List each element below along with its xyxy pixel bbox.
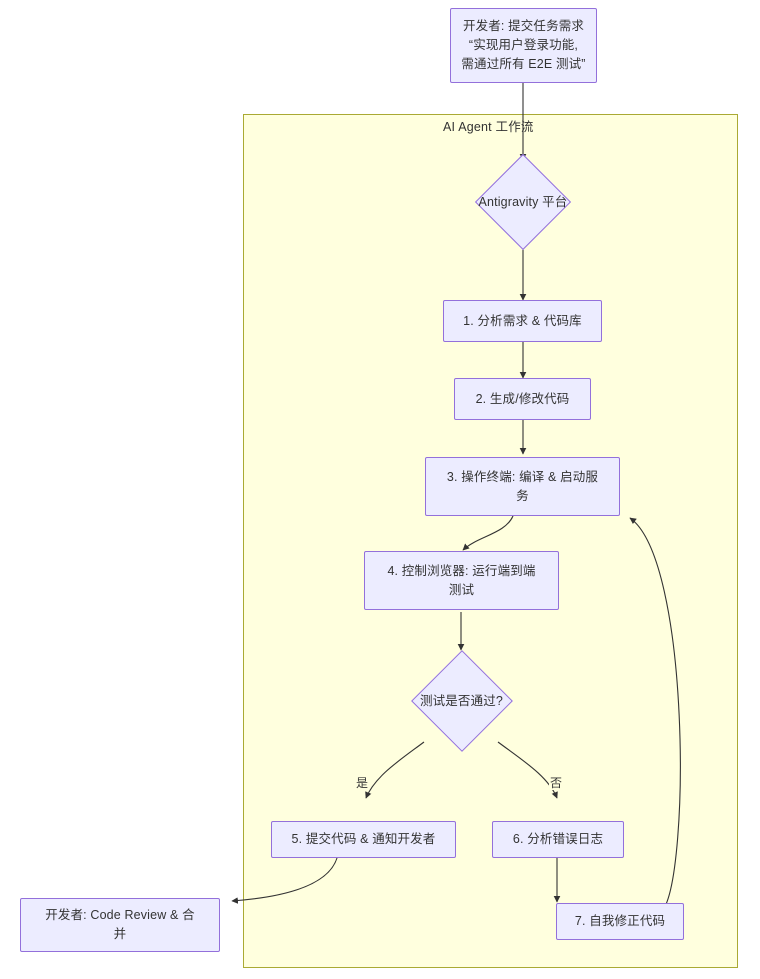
node-step3-label: 3. 操作终端: 编译 & 启动服 务 [446,469,599,503]
node-step7-label: 7. 自我修正代码 [574,914,666,928]
node-step4-label: 4. 控制浏览器: 运行端到端 测试 [387,563,536,597]
node-step1-analyze-requirements[interactable]: 1. 分析需求 & 代码库 [443,300,602,342]
edge-label-yes: 是 [355,776,370,790]
node-start-developer-request[interactable]: 开发者: 提交任务需求 “实现用户登录功能, 需通过所有 E2E 测试” [450,8,597,83]
node-decision-tests-passed[interactable]: 测试是否通过? [389,649,534,752]
node-step5-commit-and-notify[interactable]: 5. 提交代码 & 通知开发者 [271,821,456,858]
node-step7-self-correct-code[interactable]: 7. 自我修正代码 [556,903,684,940]
node-step6-analyze-error-logs[interactable]: 6. 分析错误日志 [492,821,624,858]
node-step4-browser-e2e-test[interactable]: 4. 控制浏览器: 运行端到端 测试 [364,551,559,610]
subgraph-title: AI Agent 工作流 [443,120,534,134]
node-start-label: 开发者: 提交任务需求 “实现用户登录功能, 需通过所有 E2E 测试” [461,19,586,71]
node-end-code-review-merge[interactable]: 开发者: Code Review & 合 并 [20,898,220,952]
node-step2-generate-code[interactable]: 2. 生成/修改代码 [454,378,591,420]
node-step3-terminal-build[interactable]: 3. 操作终端: 编译 & 启动服 务 [425,457,620,516]
node-step6-label: 6. 分析错误日志 [512,832,604,846]
node-antigravity-platform[interactable]: Antigravity 平台 [450,153,596,251]
edge-label-no: 否 [549,776,564,790]
node-end-label: 开发者: Code Review & 合 并 [45,908,195,941]
node-step5-label: 5. 提交代码 & 通知开发者 [291,832,436,846]
node-decision-label: 测试是否通过? [419,693,503,708]
node-step2-label: 2. 生成/修改代码 [475,391,570,406]
node-platform-label: Antigravity 平台 [478,195,568,209]
node-step1-label: 1. 分析需求 & 代码库 [463,313,582,328]
